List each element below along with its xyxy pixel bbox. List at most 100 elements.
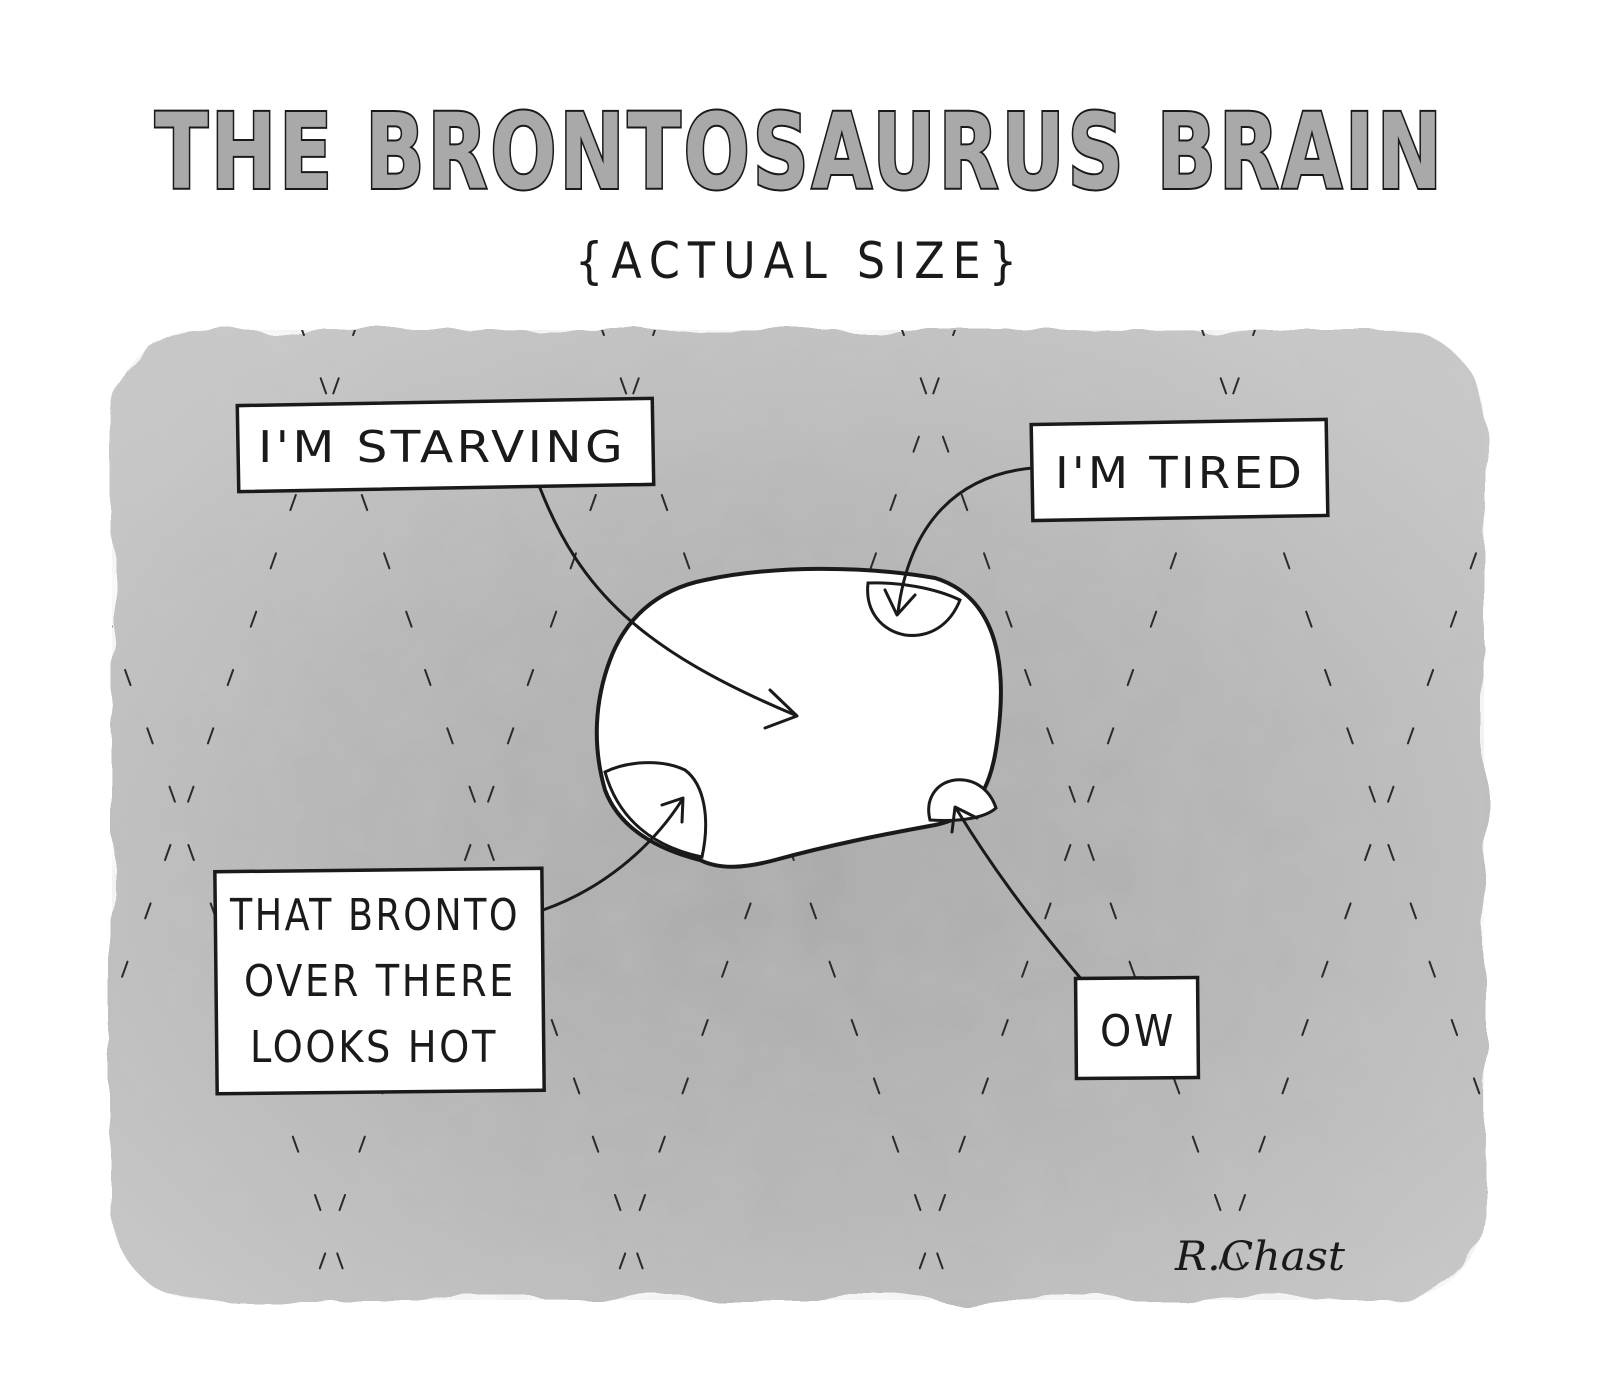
hatch-dash xyxy=(1533,378,1538,393)
brain-region-tired xyxy=(866,581,962,637)
hatch-dash xyxy=(1256,1312,1259,1320)
hatch-dash xyxy=(0,1312,2,1320)
arrow-hot xyxy=(541,798,684,912)
hatch-dash xyxy=(681,1077,689,1095)
hatch-dash xyxy=(1520,1253,1525,1268)
hatch-dash xyxy=(889,494,897,512)
hatch-dash xyxy=(319,377,328,395)
hatch-dash xyxy=(956,1312,959,1320)
hatch-dash xyxy=(336,1252,344,1270)
hatch-dash xyxy=(1301,1019,1309,1037)
hatch-dash xyxy=(1236,1252,1244,1270)
hatch-dash xyxy=(1001,1019,1009,1037)
hatch-dash xyxy=(1191,1135,1200,1153)
hatch-dash xyxy=(56,1312,59,1320)
hatch-dash xyxy=(660,494,669,512)
hatch-dash xyxy=(1499,1312,1502,1320)
brain-region-ow xyxy=(927,778,998,822)
hatch-dash xyxy=(1064,844,1072,862)
hatch-dash xyxy=(1409,902,1417,920)
hatch-dash xyxy=(618,1252,627,1270)
hatch-dash xyxy=(168,785,176,803)
label-hot-line3: LOOKS HOT xyxy=(250,1022,498,1073)
hatch-dash xyxy=(487,844,495,862)
hatch-dash xyxy=(1238,1194,1246,1212)
hatch-dash xyxy=(632,377,640,395)
label-tired-text: I'M TIRED xyxy=(1055,448,1305,499)
hatch-dash xyxy=(1021,960,1029,978)
hatch-dash xyxy=(1472,1077,1481,1095)
hatch-dash xyxy=(358,1135,366,1153)
hatch-dash xyxy=(1214,1194,1222,1212)
hatch-dash xyxy=(249,610,258,628)
hatch-dash xyxy=(21,378,26,393)
hatch-dash xyxy=(912,435,920,453)
hatch-dash xyxy=(405,610,413,628)
hatch-dash xyxy=(102,1020,107,1035)
hatch-dash xyxy=(1562,495,1567,510)
hatch-dash xyxy=(84,553,89,568)
hatch-dash xyxy=(721,960,729,978)
hatch-dash xyxy=(338,1194,346,1212)
hatch-dash xyxy=(62,495,67,510)
hatch-dash xyxy=(0,320,4,335)
artist-signature: R.Chast xyxy=(1174,1234,1346,1280)
diamond-hatch-pattern xyxy=(0,320,1589,1320)
hatch-dash xyxy=(1172,1077,1181,1095)
hatch-dash xyxy=(468,785,476,803)
cartoon-subtitle: {ACTUAL SIZE} xyxy=(575,232,1025,290)
hatch-dash xyxy=(299,1312,302,1320)
hatch-dash xyxy=(897,330,905,337)
hatch-dash xyxy=(1169,552,1177,570)
hatch-dash xyxy=(1521,378,1526,393)
hatch-dash xyxy=(652,330,660,337)
hatch-dash xyxy=(952,330,960,337)
hatch-dash xyxy=(1364,844,1372,862)
label-starving: I'M STARVING xyxy=(235,396,656,494)
hatch-dash xyxy=(318,1252,327,1270)
cartoon-title: THE BRONTOSAURUS BRAIN xyxy=(155,91,1445,213)
hatch-dash xyxy=(549,610,558,628)
hatch-dash xyxy=(919,377,928,395)
hatch-dash xyxy=(1109,902,1117,920)
hatch-dash xyxy=(446,727,454,745)
hatch-dash xyxy=(206,727,215,745)
hatch-dash xyxy=(1387,785,1395,803)
hatch-dash xyxy=(352,330,360,337)
hatch-dash xyxy=(636,1252,644,1270)
hatch-dash xyxy=(1490,495,1495,510)
hatch-dash xyxy=(572,1077,581,1095)
hatch-dash xyxy=(1553,320,1558,335)
hatch-dash xyxy=(932,377,940,395)
hatch-dash xyxy=(332,377,340,395)
hatch-dash xyxy=(701,1019,709,1037)
hatch-dash xyxy=(656,1312,659,1320)
hatch-dash xyxy=(1493,1137,1498,1152)
hatch-dash xyxy=(1515,1195,1520,1210)
hatch-dash xyxy=(1559,1137,1564,1152)
hatch-dash xyxy=(1584,553,1589,568)
hatch-dash xyxy=(37,1253,42,1268)
hatch-dash xyxy=(1258,1135,1266,1153)
hatch-dash xyxy=(144,902,152,920)
hatch-dash xyxy=(314,1194,322,1212)
hatch-dash xyxy=(744,902,752,920)
arrows xyxy=(538,466,1084,982)
hatch-dash xyxy=(20,1253,25,1268)
hatch-dash xyxy=(1024,669,1032,687)
hatch-dash xyxy=(121,960,129,978)
hatch-dash xyxy=(269,552,277,570)
label-hot-line1: THAT BRONTO xyxy=(229,890,520,941)
hatch-dash xyxy=(1537,1253,1542,1268)
hatch-dash xyxy=(53,320,58,335)
label-hot: THAT BRONTO OVER THERE LOOKS HOT xyxy=(213,866,546,1096)
hatch-dash xyxy=(1556,1312,1559,1320)
brain-region-hot xyxy=(603,761,708,859)
hatch-dash xyxy=(1197,330,1205,337)
arrow-ow xyxy=(955,808,1084,982)
hatch-dash xyxy=(1068,785,1076,803)
brain xyxy=(594,566,1003,869)
hatch-dash xyxy=(1087,785,1095,803)
hatch-dash xyxy=(619,377,628,395)
